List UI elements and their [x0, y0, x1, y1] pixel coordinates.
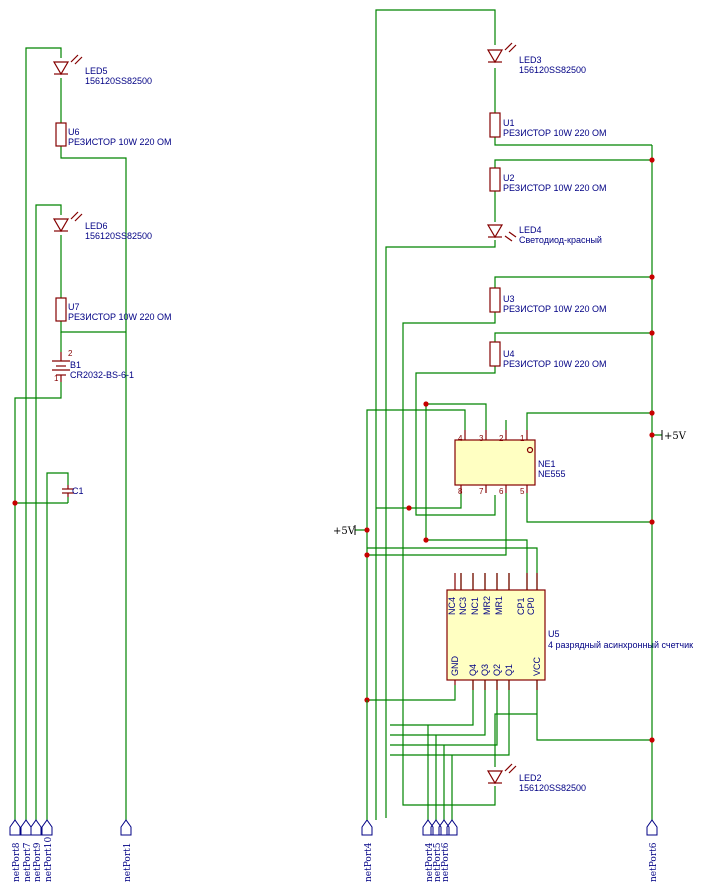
b1-value: CR2032-BS-6-1: [70, 370, 134, 380]
u7-value: РЕЗИСТОР 10W 220 ОМ: [68, 312, 172, 322]
ne1-pin-7: 7: [479, 487, 484, 496]
u4-ref: U4: [503, 349, 515, 359]
u5-pin-cp0: CP0: [526, 597, 536, 615]
u5-pin-q3: Q3: [480, 664, 490, 676]
power-label-right: +5V: [664, 431, 687, 442]
resistor-u2: [489, 167, 501, 192]
u5-pin-q2: Q2: [492, 664, 502, 676]
u1-ref: U1: [503, 118, 515, 128]
port-netport4-left: netPort4: [364, 842, 374, 882]
u5-pin-vcc: VCC: [532, 656, 542, 676]
led4-ref: LED4: [519, 225, 542, 235]
u5-pin-mr2: MR2: [482, 596, 492, 615]
u5-pin-nc1: NC1: [470, 597, 480, 615]
led2-ref: LED2: [519, 773, 542, 783]
resistor-u6: [55, 122, 67, 147]
c1-ref: C1: [72, 486, 84, 496]
ne1-pin-4: 4: [458, 434, 463, 443]
port-netport8: netPort8: [12, 842, 22, 882]
ne555-chip: [454, 430, 536, 493]
battery-b1: [52, 352, 70, 382]
u5-value: 4 разрядный асинхронный счетчик: [548, 640, 693, 650]
b1-pin2: 2: [68, 349, 73, 358]
u3-ref: U3: [503, 294, 515, 304]
led6-ref: LED6: [85, 221, 108, 231]
u4-value: РЕЗИСТОР 10W 220 ОМ: [503, 359, 607, 369]
led4-symbol: [486, 224, 517, 242]
led2-value: 156120SS82500: [519, 783, 586, 793]
led5-ref: LED5: [85, 66, 108, 76]
port-netport10: netPort10: [44, 837, 54, 882]
u5-ref: U5: [548, 629, 560, 639]
b1-ref: B1: [70, 360, 81, 370]
capacitor-c1: [62, 485, 74, 497]
resistor-u3: [489, 287, 501, 313]
led5-value: 156120SS82500: [85, 76, 152, 86]
resistor-u1: [489, 112, 501, 138]
port-shapes: [9, 819, 658, 836]
u1-value: РЕЗИСТОР 10W 220 ОМ: [503, 128, 607, 138]
b1-pin1: 1: [54, 374, 59, 383]
u7-ref: U7: [68, 302, 80, 312]
counter-u5-chip: [446, 573, 546, 690]
port-netport6-a: netPort6: [441, 842, 451, 882]
u2-ref: U2: [503, 173, 515, 183]
led6-symbol: [52, 211, 83, 233]
ne1-ref: NE1: [538, 459, 556, 469]
led3-symbol: [486, 42, 517, 64]
u5-pin-q1: Q1: [504, 664, 514, 676]
port-netport4: netPort4: [425, 842, 435, 882]
u3-value: РЕЗИСТОР 10W 220 ОМ: [503, 304, 607, 314]
port-netport1: netPort1: [123, 843, 133, 883]
u6-ref: U6: [68, 127, 80, 137]
resistor-u4: [489, 341, 501, 367]
port-netport5: netPort5: [433, 842, 443, 882]
led2-symbol: [486, 763, 517, 785]
u6-value: РЕЗИСТОР 10W 220 ОМ: [68, 137, 172, 147]
led4-value: Светодиод-красный: [519, 235, 602, 245]
u5-pin-mr1: MR1: [494, 596, 504, 615]
u5-pin-cp1: CP1: [516, 597, 526, 615]
left-wires: [14, 47, 127, 820]
ne1-value: NE555: [538, 469, 566, 479]
u2-value: РЕЗИСТОР 10W 220 ОМ: [503, 183, 607, 193]
ne1-pin-1: 1: [520, 434, 525, 443]
port-netport7: netPort7: [23, 842, 33, 882]
ne1-pin-5: 5: [520, 487, 525, 496]
u5-pin-q4: Q4: [468, 664, 478, 676]
port-netport6-b: netPort6: [649, 842, 659, 882]
led5-symbol: [52, 54, 83, 76]
ne1-pin-6: 6: [499, 487, 504, 496]
junction-dots: [12, 157, 655, 743]
u5-pin-gnd: GND: [450, 656, 460, 677]
resistor-u7: [55, 297, 67, 322]
port-netport9: netPort9: [33, 842, 43, 882]
led3-value: 156120SS82500: [519, 65, 586, 75]
ne1-pin-2: 2: [499, 434, 504, 443]
led3-ref: LED3: [519, 55, 542, 65]
led6-value: 156120SS82500: [85, 231, 152, 241]
power-label-left: +5V: [333, 526, 356, 537]
ne1-pin-8: 8: [458, 487, 463, 496]
ne1-pin-3: 3: [479, 434, 484, 443]
u5-pin-nc4: NC4: [447, 597, 457, 615]
u5-pin-nc3: NC3: [458, 597, 468, 615]
